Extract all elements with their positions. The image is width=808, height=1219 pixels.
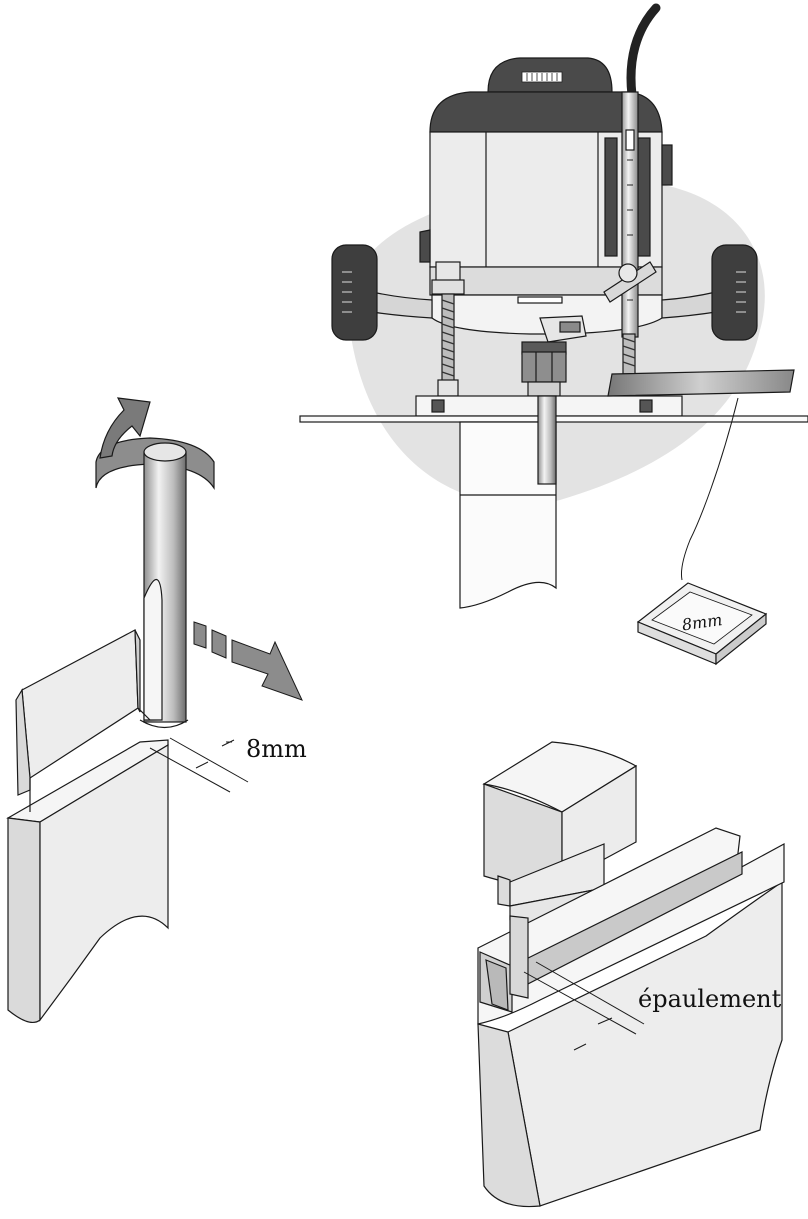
right-handle (711, 244, 758, 341)
left-arm (371, 291, 433, 319)
right-threaded-rod (622, 333, 636, 375)
left-handle (331, 244, 378, 341)
left-threaded-rod (437, 293, 459, 397)
router-group (299, 3, 808, 666)
router-bit (537, 395, 557, 485)
bit-gap-measure-label: 8mm (246, 735, 307, 763)
gauge-block (636, 582, 768, 666)
steel-gauge-ribbon (607, 369, 795, 397)
tenon-piece (6, 629, 249, 1023)
router-housing-top (429, 91, 663, 133)
workpiece-below (459, 421, 557, 609)
shoulder-label: épaulement (638, 985, 782, 1013)
bit-closeup-group (95, 397, 215, 729)
gauge-pointer-line (681, 397, 739, 581)
power-cord (626, 3, 661, 100)
collet-nut (521, 351, 567, 383)
dashed-arrow-icon (193, 621, 303, 701)
mortise-assembly (477, 741, 785, 1208)
